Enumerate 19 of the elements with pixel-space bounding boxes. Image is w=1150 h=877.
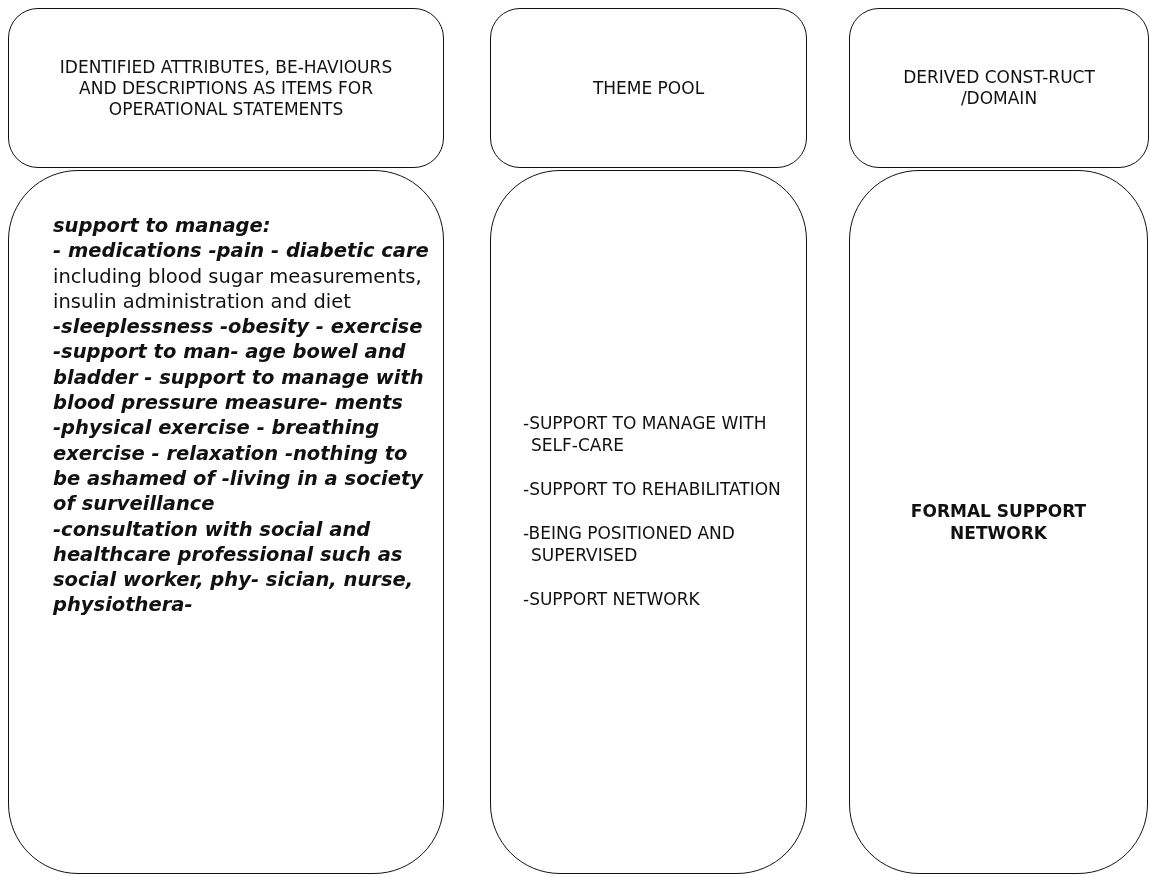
node-text: -consultation with social and healthcare professional such as social worker, phy- sician, nurse, physiothera- [53,516,415,618]
node-text: -sleeplessness -obesity - exercise -support to man- age bowel and bladder - support to manage with blood pressure measure- ments [53,314,425,416]
node-text: support to manage: [53,213,272,239]
node-text: - medications -pain - diabetic care including blood sugar measurements, insulin administration and diet [53,238,430,315]
node-text: FORMAL SUPPORT NETWORK [909,500,1088,544]
domain-box [849,170,1148,874]
node-text: IDENTIFIED ATTRIBUTES, BE-HAVIOURS AND DESCRIPTIONS AS ITEMS FOR OPERATIONAL STATEMENTS [58,56,394,120]
node-text: DERIVED CONST-RUCT /DOMAIN [902,67,1096,109]
node-text: -physical exercise - breathing exercise - relaxation -nothing to be ashamed of -living in a society of surveillance [53,415,425,517]
header-box [849,8,1149,168]
items-box [8,170,444,874]
node-text: THEME POOL [592,77,705,99]
node-text: -SUPPORT TO MANAGE WITH SELF-CARE [523,412,768,456]
node-text: -SUPPORT TO REHABILITATION [523,478,782,500]
header-box [490,8,807,168]
node-text: -SUPPORT NETWORK [523,588,701,610]
theme-box [490,170,807,874]
header-box [8,8,444,168]
node-text: -BEING POSITIONED AND SUPERVISED [523,522,736,566]
